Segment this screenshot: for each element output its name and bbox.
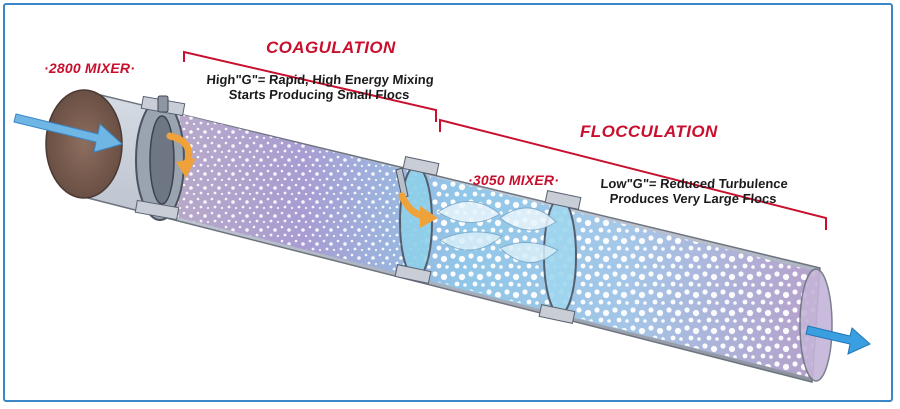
diagram-frame (3, 3, 893, 402)
flocculation-g-term: "G" (626, 176, 650, 191)
mixer-3050-label: ·3050 MIXER· (468, 172, 560, 188)
coagulation-note-line1: = Rapid, High Energy Mixing (257, 72, 435, 87)
mixer-2800-flange (134, 95, 186, 221)
flocculation-heading: FLOCCULATION (580, 122, 718, 141)
pipe-body (45, 89, 833, 383)
coagulation-g-term: "G" (234, 72, 259, 87)
static-mixer-blades (437, 201, 559, 263)
coagulation-note: High"G"= Rapid, High Energy Mixing Start… (205, 72, 434, 102)
coagulation-heading: COAGULATION (266, 38, 396, 57)
flocculation-bracket (439, 118, 827, 230)
coagulation-note-line2: Starts Producing Small Flocs (228, 87, 410, 102)
mixing-arrow-icon (166, 132, 196, 178)
flocculation-note-line1: = Reduced Turbulence (648, 176, 789, 191)
inflow-arrow-icon (13, 113, 124, 153)
outflow-arrow-icon (805, 325, 871, 355)
mixer-2800-label: ·2800 MIXER· (44, 60, 136, 76)
flocculation-note: Low"G"= Reduced Turbulence Produces Very… (599, 176, 788, 206)
mixer-3050-flange-right (538, 190, 582, 324)
injection-nozzle (395, 167, 409, 199)
flocculation-level: Low (600, 176, 628, 191)
coagulation-bracket (183, 50, 437, 122)
mixing-arrow-icon (398, 192, 438, 228)
flocculation-note-line2: Produces Very Large Flocs (609, 191, 778, 206)
coagulation-level: High (206, 72, 236, 87)
